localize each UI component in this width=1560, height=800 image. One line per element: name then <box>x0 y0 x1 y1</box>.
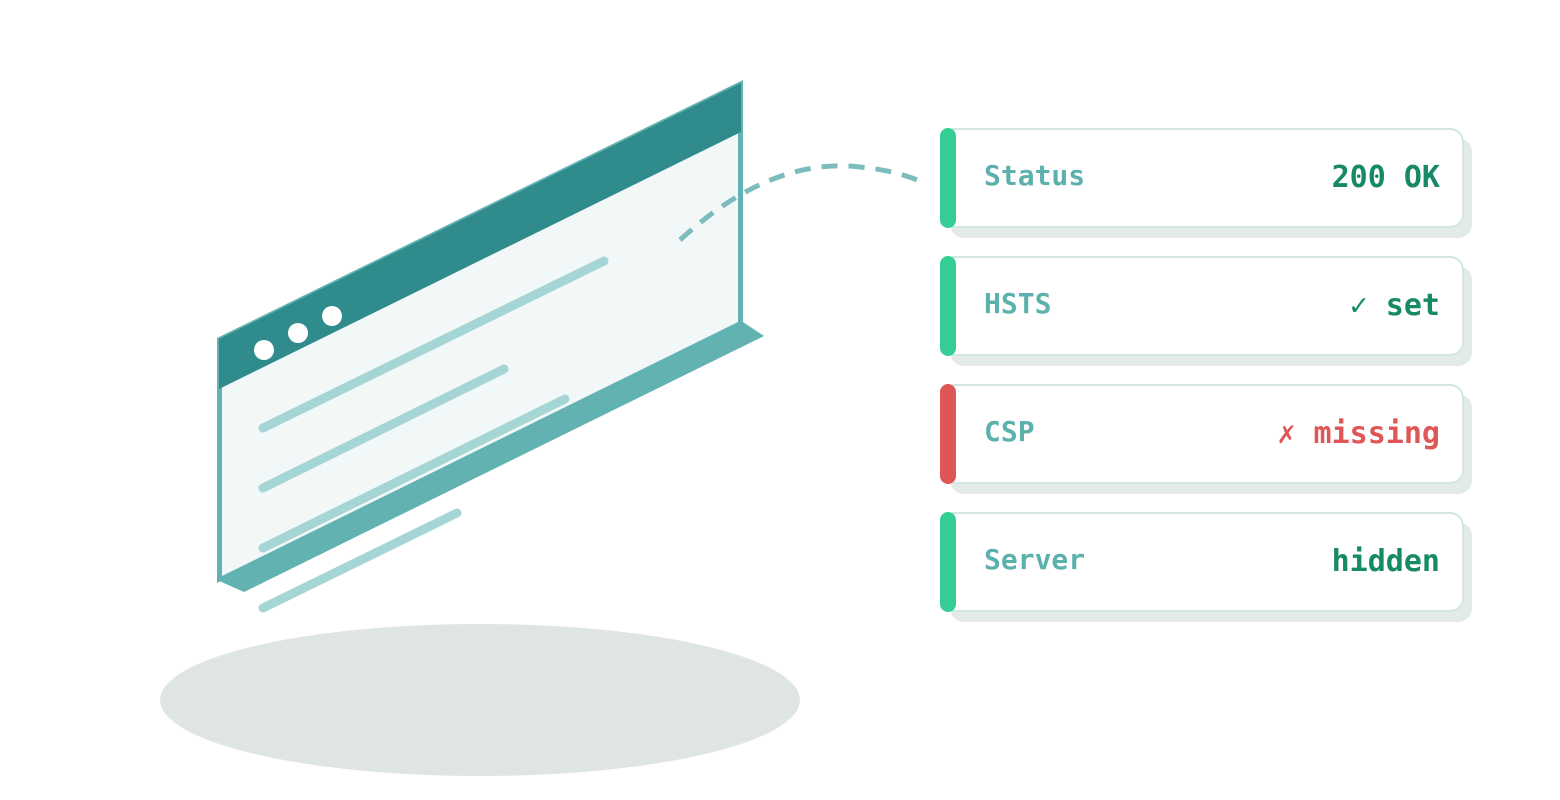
header-card-server: Server hidden <box>940 512 1472 622</box>
status-error-accent <box>940 384 956 484</box>
card-body <box>940 384 1464 484</box>
card-label-status: Status <box>984 159 1086 192</box>
window-dot-2-icon <box>288 323 308 343</box>
status-ok-accent <box>940 128 956 228</box>
window-screen <box>222 133 738 576</box>
dashed-connector <box>678 163 928 242</box>
status-ok-accent <box>940 256 956 356</box>
card-value-csp: ✗ missing <box>1277 416 1440 451</box>
card-value-hsts: ✓ set <box>1349 288 1440 323</box>
card-value-status: 200 OK <box>1331 160 1440 195</box>
window-title-bar <box>219 83 741 389</box>
header-card-status: Status 200 OK <box>940 128 1472 238</box>
header-card-hsts: HSTS ✓ set <box>940 256 1472 366</box>
header-card-csp: CSP ✗ missing <box>940 384 1472 494</box>
card-value-server: hidden <box>1331 544 1440 579</box>
window-base <box>217 320 764 592</box>
content-line-4 <box>258 508 462 613</box>
status-ok-accent <box>940 512 956 612</box>
window-dot-1-icon <box>254 340 274 360</box>
content-line-2 <box>258 364 509 493</box>
card-label-hsts: HSTS <box>984 287 1052 320</box>
content-line-1 <box>258 256 609 433</box>
card-label-server: Server <box>984 543 1086 576</box>
card-label-csp: CSP <box>984 415 1035 448</box>
content-line-3 <box>258 394 570 553</box>
floor-shadow <box>160 624 800 776</box>
window-dot-3-icon <box>322 306 342 326</box>
